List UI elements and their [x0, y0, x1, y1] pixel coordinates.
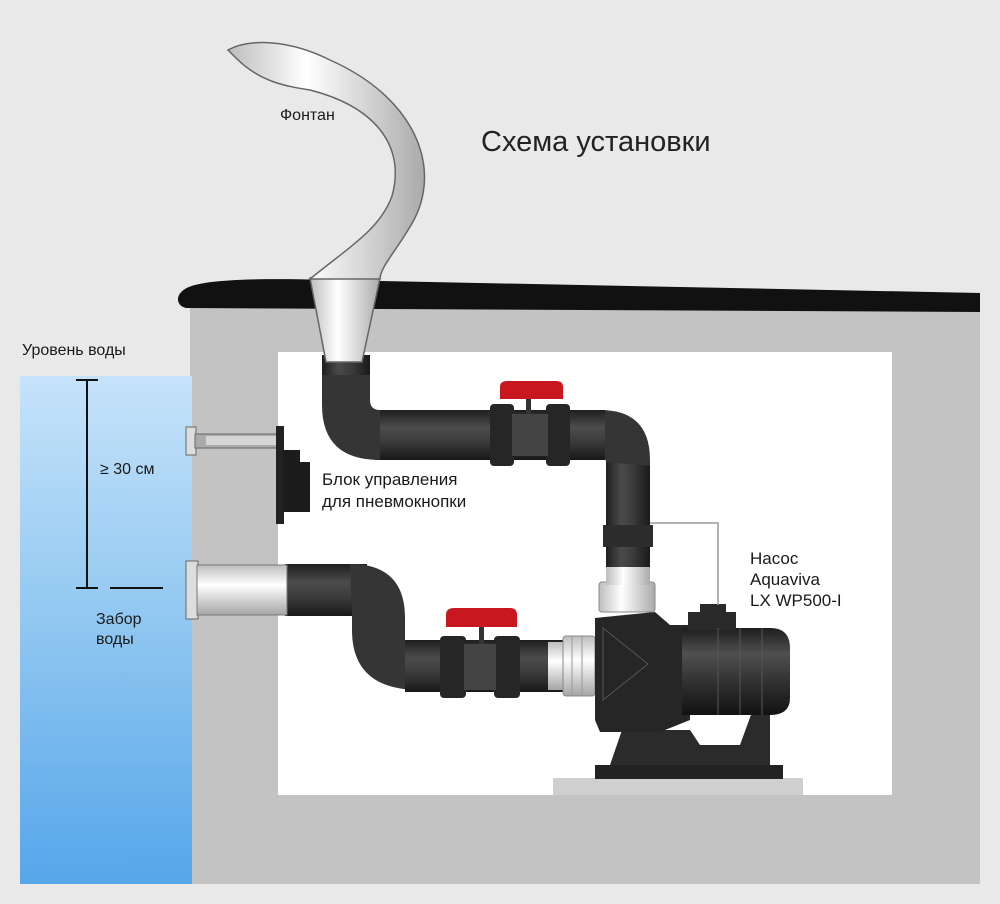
diagram-title: Схема установки	[481, 126, 711, 158]
discharge-pipe-vertical	[606, 462, 650, 567]
control-label-line1: Блок управления	[322, 470, 458, 489]
pump-label-line2: Aquaviva	[750, 570, 820, 589]
suction-union-nut	[562, 635, 596, 697]
pump-motor-icon	[682, 628, 790, 715]
pump-label-line1: Насос	[750, 549, 799, 568]
pump-pedestal	[553, 778, 803, 795]
intake-pipe-elbow	[350, 564, 420, 690]
pump-housing	[595, 612, 690, 732]
depth-label: ≥ 30 см	[100, 461, 155, 478]
ball-valve-icon-upper[interactable]	[490, 381, 570, 466]
discharge-elbow	[600, 410, 650, 466]
fountain-spout	[226, 41, 426, 280]
pump-foot	[610, 712, 770, 765]
pump-label-line3: LX WP500-I	[750, 591, 842, 610]
fountain-label: Фонтан	[280, 107, 335, 124]
control-label-line2: для пневмокнопки	[322, 492, 467, 511]
intake-fitting-icon	[185, 560, 288, 620]
fountain-elbow	[322, 360, 380, 460]
pneumatic-button-icon	[185, 426, 310, 524]
water-body	[20, 376, 192, 884]
discharge-union-nut	[598, 581, 656, 613]
pump-base-plate	[595, 765, 783, 779]
intake-label-line2: воды	[96, 631, 134, 648]
discharge-coupling	[606, 563, 650, 585]
ball-valve-icon[interactable]	[440, 608, 520, 698]
control-signal-line	[650, 522, 719, 605]
intake-label-line1: Забор	[96, 611, 142, 628]
pool-coping	[177, 279, 981, 312]
suction-union-white	[548, 642, 564, 690]
water-level-label: Уровень воды	[22, 342, 126, 359]
